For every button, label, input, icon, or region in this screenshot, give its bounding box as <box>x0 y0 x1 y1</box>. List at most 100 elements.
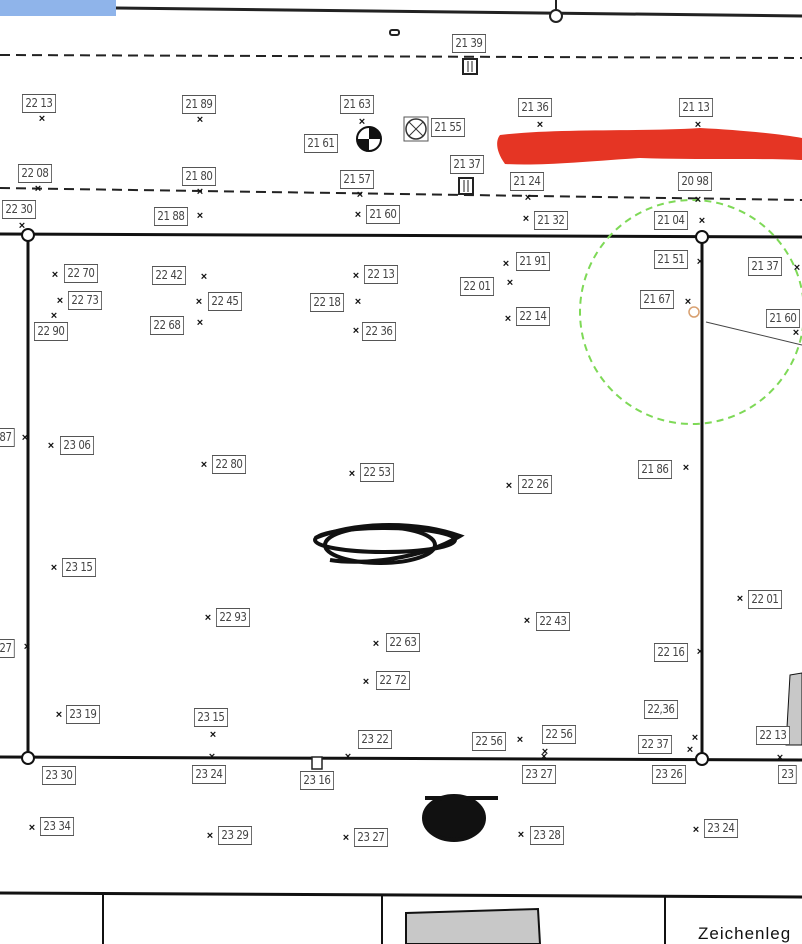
elevation-label: 22 80 <box>212 455 246 474</box>
black-scribble-redaction <box>422 794 498 842</box>
boundary-marker <box>21 751 35 765</box>
elevation-label: 21 39 <box>452 34 486 53</box>
survey-point-cross-icon: × <box>344 751 352 763</box>
dashed-line-mid <box>0 187 802 201</box>
survey-point-cross-icon: × <box>200 459 208 471</box>
survey-point-cross-icon: × <box>536 119 544 131</box>
survey-point-cross-icon: × <box>372 638 380 650</box>
elevation-label: 21 32 <box>534 211 568 230</box>
survey-point-cross-icon: × <box>55 709 63 721</box>
bottom-table-border <box>0 891 802 899</box>
tree-marker <box>688 306 700 318</box>
black-scribble-redaction <box>313 523 465 565</box>
elevation-label: 23 26 <box>652 765 686 784</box>
elevation-label: 21 36 <box>518 98 552 117</box>
survey-point-cross-icon: × <box>47 440 55 452</box>
elevation-label: 23 19 <box>66 705 100 724</box>
survey-point-cross-icon: × <box>23 641 31 653</box>
elevation-label: 22 36 <box>362 322 396 341</box>
elevation-label: 22 45 <box>208 292 242 311</box>
elevation-label: 27 <box>0 639 15 658</box>
elevation-label: 22 42 <box>152 266 186 285</box>
elevation-label: 22 13 <box>756 726 790 745</box>
small-symbol <box>389 29 400 36</box>
survey-point-cross-icon: × <box>342 832 350 844</box>
survey-point-cross-icon: × <box>502 258 510 270</box>
elevation-label: 87 <box>0 428 15 447</box>
survey-point-cross-icon: × <box>204 612 212 624</box>
elevation-label: 22 43 <box>536 612 570 631</box>
elevation-label: 22 93 <box>216 608 250 627</box>
elevation-label: 22 14 <box>516 307 550 326</box>
elevation-label: 23 34 <box>40 817 74 836</box>
survey-point-cross-icon: × <box>354 296 362 308</box>
elevation-label: 21 51 <box>654 250 688 269</box>
elevation-label: 21 60 <box>366 205 400 224</box>
survey-point-cross-icon: × <box>694 119 702 131</box>
survey-point-cross-icon: × <box>793 262 801 274</box>
survey-point-cross-icon: × <box>352 270 360 282</box>
elevation-label: 21 86 <box>638 460 672 479</box>
elevation-label: 20 98 <box>678 172 712 191</box>
elevation-label: 22 53 <box>360 463 394 482</box>
survey-point-cross-icon: × <box>516 734 524 746</box>
survey-point-cross-icon: × <box>692 824 700 836</box>
survey-point-cross-icon: × <box>694 194 702 206</box>
survey-point-cross-icon: × <box>200 271 208 283</box>
survey-point-cross-icon: × <box>28 822 36 834</box>
benchmark-icon <box>356 126 382 152</box>
elevation-label: 23 15 <box>62 558 96 577</box>
survey-point-cross-icon: × <box>51 269 59 281</box>
survey-point-cross-icon: × <box>356 189 364 201</box>
survey-point-cross-icon: × <box>362 676 370 688</box>
parcel-boundary-top <box>0 232 802 239</box>
survey-point-cross-icon: × <box>776 752 784 764</box>
survey-point-cross-icon: × <box>682 462 690 474</box>
elevation-label: 22 63 <box>386 633 420 652</box>
survey-point-cross-icon: × <box>686 744 694 756</box>
elevation-label: 21 37 <box>450 155 484 174</box>
survey-point-cross-icon: × <box>540 751 548 763</box>
top-boundary-line <box>115 6 802 18</box>
elevation-label: 22 56 <box>542 725 576 744</box>
elevation-label: 21 61 <box>304 134 338 153</box>
pointer-line <box>705 321 802 346</box>
elevation-label: 21 80 <box>182 167 216 186</box>
legend-building-sample <box>405 907 542 944</box>
elevation-label: 23 29 <box>218 826 252 845</box>
elevation-label: 22 56 <box>472 732 506 751</box>
survey-point-cross-icon: × <box>208 751 216 763</box>
elevation-label: 22 08 <box>18 164 52 183</box>
elevation-label: 21 88 <box>154 207 188 226</box>
elevation-label: 21 24 <box>510 172 544 191</box>
boundary-marker <box>695 752 709 766</box>
elevation-label: 22 72 <box>376 671 410 690</box>
survey-point-cross-icon: × <box>50 310 58 322</box>
survey-point-cross-icon: × <box>195 296 203 308</box>
elevation-label: 22 68 <box>150 316 184 335</box>
elevation-label: 22 01 <box>748 590 782 609</box>
survey-point-cross-icon: × <box>523 615 531 627</box>
elevation-label: 21 37 <box>748 257 782 276</box>
elevation-label: 21 60 <box>766 309 800 328</box>
legend-title: Zeichenleg <box>698 924 792 943</box>
elevation-label: 23 28 <box>530 826 564 845</box>
gully-icon <box>462 58 478 75</box>
window-tab-highlight <box>0 0 116 16</box>
survey-point-cross-icon: × <box>358 116 366 128</box>
survey-point-cross-icon: × <box>196 114 204 126</box>
tree-radius-circle <box>579 199 802 425</box>
building-edge <box>785 672 802 746</box>
elevation-label: 23 27 <box>522 765 556 784</box>
elevation-label: 23 15 <box>194 708 228 727</box>
survey-point-cross-icon: × <box>506 277 514 289</box>
red-redaction-mark <box>497 128 802 165</box>
elevation-label: 21 91 <box>516 252 550 271</box>
survey-point-cross-icon: × <box>517 829 525 841</box>
elevation-label: 23 24 <box>704 819 738 838</box>
boundary-marker <box>21 228 35 242</box>
boundary-marker <box>695 230 709 244</box>
survey-point-cross-icon: × <box>505 480 513 492</box>
elevation-label: 22,36 <box>644 700 678 719</box>
elevation-label: 22 13 <box>22 94 56 113</box>
